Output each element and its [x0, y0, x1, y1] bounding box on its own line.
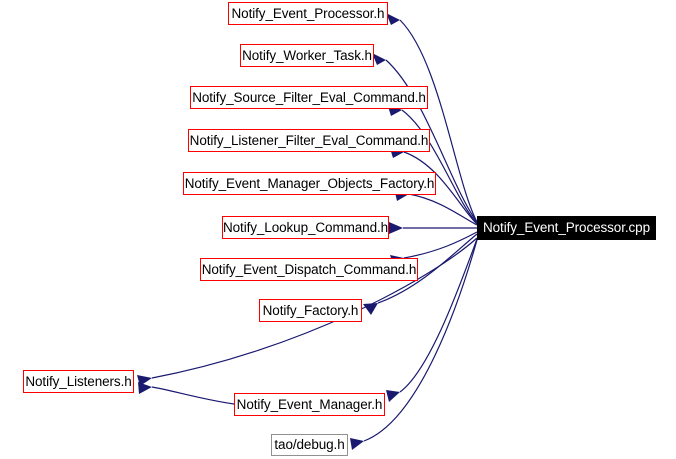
- node-label: tao/debug.h: [274, 437, 345, 453]
- node-label: Notify_Lookup_Command.h: [222, 219, 389, 235]
- node-label: Notify_Event_Processor.cpp: [483, 220, 650, 236]
- edge-manager-to-listeners: [151, 386, 235, 405]
- node-label: Notify_Event_Processor.h: [231, 5, 385, 21]
- node-label: Notify_Listeners.h: [25, 373, 132, 389]
- node-notify-listener-filter-eval-command-h[interactable]: Notify_Listener_Filter_Eval_Command.h: [188, 129, 430, 152]
- node-label: Notify_Factory.h: [262, 302, 359, 318]
- node-notify-event-processor-cpp[interactable]: Notify_Event_Processor.cpp: [477, 216, 656, 240]
- arrowhead-tao-debug-h: [350, 438, 364, 450]
- node-notify-worker-task-h[interactable]: Notify_Worker_Task.h: [240, 44, 374, 67]
- arrowhead-notify-listeners-h-from-manager: [138, 382, 152, 394]
- arrowhead-notify-listeners-h-from-hub: [137, 375, 152, 386]
- node-label: Notify_Event_Manager.h: [236, 396, 383, 412]
- arrowhead-notify-lookup-command-h: [389, 222, 403, 234]
- node-label: Notify_Event_Dispatch_Command.h: [201, 261, 417, 277]
- node-label: Notify_Worker_Task.h: [242, 47, 372, 63]
- node-notify-source-filter-eval-command-h[interactable]: Notify_Source_Filter_Eval_Command.h: [190, 86, 428, 109]
- arrowhead-notify-factory-h: [363, 303, 378, 315]
- edge-to-notify-source-filter-eval-command-h: [401, 109, 478, 224]
- node-notify-event-dispatch-command-h[interactable]: Notify_Event_Dispatch_Command.h: [200, 258, 418, 281]
- arrowhead-notify-event-processor-h: [386, 13, 400, 25]
- node-notify-event-processor-h[interactable]: Notify_Event_Processor.h: [228, 2, 388, 25]
- node-notify-event-manager-h[interactable]: Notify_Event_Manager.h: [234, 393, 385, 416]
- node-tao-debug-h[interactable]: tao/debug.h: [271, 434, 348, 456]
- node-notify-lookup-command-h[interactable]: Notify_Lookup_Command.h: [222, 216, 389, 239]
- edge-to-notify-event-manager-objects-factory-h: [408, 193, 478, 226]
- node-label: Notify_Event_Manager_Objects_Factory.h: [184, 175, 435, 191]
- node-label: Notify_Listener_Filter_Eval_Command.h: [189, 132, 429, 148]
- node-label: Notify_Source_Filter_Eval_Command.h: [192, 89, 426, 105]
- node-notify-listeners-h[interactable]: Notify_Listeners.h: [23, 370, 134, 393]
- arrowhead-notify-event-manager-h: [386, 390, 400, 402]
- node-notify-factory-h[interactable]: Notify_Factory.h: [259, 299, 362, 322]
- node-notify-event-manager-objects-factory-h[interactable]: Notify_Event_Manager_Objects_Factory.h: [183, 172, 436, 195]
- arrowhead-notify-worker-task-h: [372, 53, 386, 65]
- edge-to-notify-event-dispatch-command-h: [403, 231, 478, 259]
